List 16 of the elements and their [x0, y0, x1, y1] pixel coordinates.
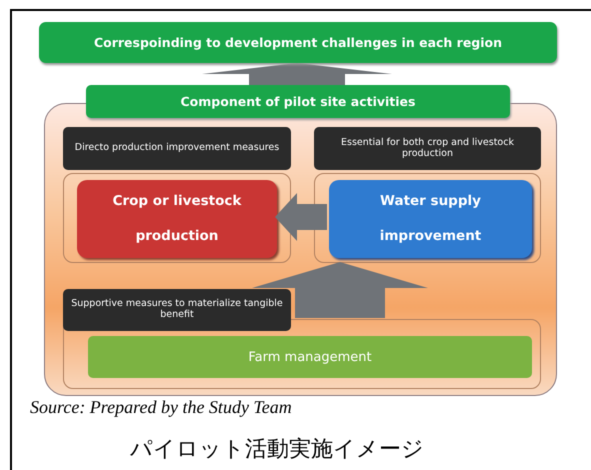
block-arrow	[202, 63, 392, 85]
outline-panel	[63, 319, 541, 389]
section-label: Essential for both crop and livestock production	[314, 127, 541, 170]
title-banner: Correspoinding to development challenges in each region	[39, 22, 557, 63]
process-box: Water supply improvement	[329, 180, 532, 258]
block-arrow	[275, 193, 327, 241]
process-box: Farm management	[88, 336, 532, 378]
section-label: Supportive measures to materialize tangible benefit	[63, 289, 291, 331]
source-note: Source: Prepared by the Study Team	[30, 397, 292, 418]
process-box: Crop or livestock production	[77, 180, 277, 258]
section-label: Directo production improvement measures	[63, 127, 291, 170]
block-arrow	[252, 262, 428, 318]
outline-panel	[314, 173, 541, 263]
heading-band: Component of pilot site activities	[86, 85, 510, 118]
outline-panel	[63, 173, 291, 263]
caption: パイロット活動実施イメージ	[130, 436, 424, 464]
